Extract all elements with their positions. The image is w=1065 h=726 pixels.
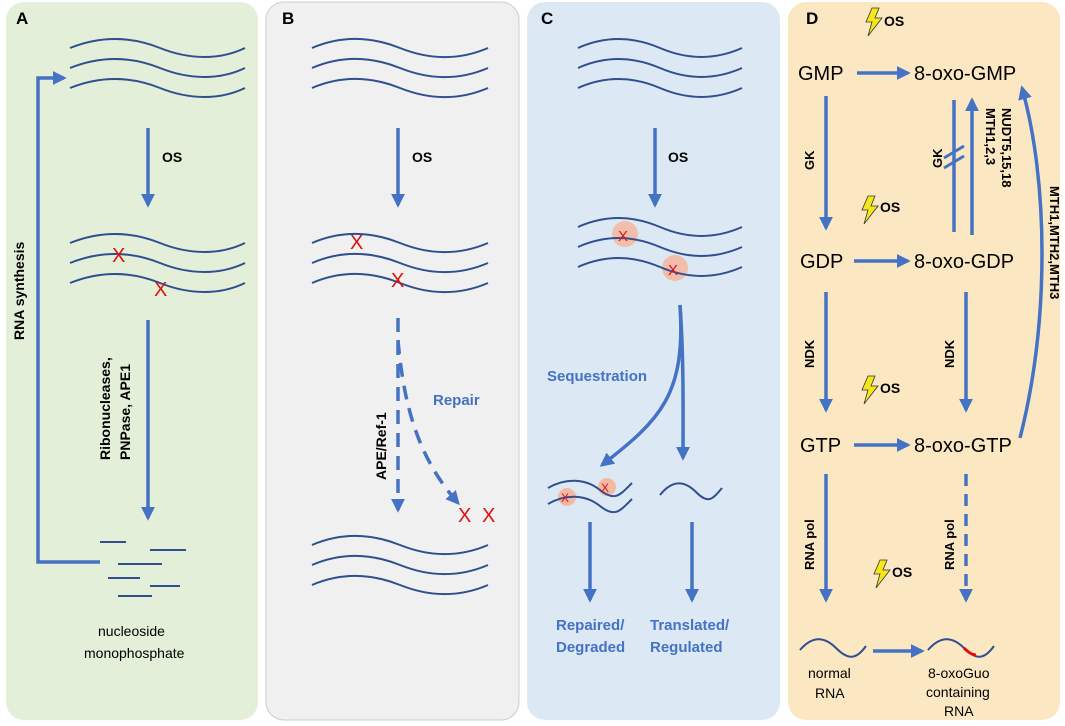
mth-long-label: MTH1,MTH2,MTH3 — [1047, 186, 1062, 299]
repaired-label-line2: Degraded — [556, 639, 625, 656]
panel-c-letter: C — [541, 9, 553, 28]
gk-label-left: GK — [802, 150, 817, 170]
ndk-label-left: NDK — [802, 339, 817, 368]
damage-mark-b1: X — [350, 232, 363, 254]
damage-mark-c4: X — [601, 481, 609, 495]
repaired-label-line1: Repaired/ — [556, 617, 625, 634]
panel-c: C OS X X Sequestration X X — [527, 2, 780, 720]
excised-mark-b2: X — [482, 505, 495, 527]
repaired-rna-b — [311, 535, 489, 595]
sequestration-label: Sequestration — [547, 368, 647, 385]
rna-synthesis-arrow — [36, 71, 100, 564]
panel-b-background — [265, 1, 520, 721]
panel-b-letter: B — [282, 9, 294, 28]
damage-mark-c2: X — [668, 262, 678, 279]
damage-mark-a1: X — [112, 245, 125, 267]
node-gdp: GDP — [800, 251, 843, 273]
os-label-c: OS — [668, 149, 688, 165]
normal-rna-strand — [799, 638, 867, 658]
os-label-d-mid: OS — [880, 199, 900, 215]
os-label-d-rna: OS — [892, 564, 912, 580]
mth-label-line2: NUDT5,15,18 — [999, 108, 1014, 187]
intact-rna-c — [577, 38, 743, 98]
enzymes-a-line1: Ribonucleases, — [97, 357, 113, 460]
ndk-label-right: NDK — [942, 339, 957, 368]
intact-rna-b — [311, 38, 489, 98]
panel-d-letter: D — [806, 9, 818, 28]
node-gmp: GMP — [798, 63, 844, 85]
os-label-b: OS — [412, 149, 432, 165]
translated-label-line2: Regulated — [650, 639, 723, 656]
oxo-lesion-mark — [962, 646, 977, 657]
panel-d: D OS OS OS OS GMP 8-oxo-GMP GDP 8-oxo-GD… — [788, 2, 1062, 720]
result-a-line1: nucleoside — [98, 623, 165, 639]
excised-mark-b1: X — [458, 505, 471, 527]
rnapol-label-right: RNA pol — [942, 519, 957, 570]
node-8-oxo-gtp: 8-oxo-GTP — [914, 435, 1012, 457]
mth-long-arrow — [1018, 85, 1044, 439]
panel-c-background — [527, 2, 780, 720]
translation-arrow — [676, 304, 691, 461]
os-label-d-gtp: OS — [880, 380, 900, 396]
enzyme-label-b: APE/Ref-1 — [373, 412, 389, 480]
result-a-line2: monophosphate — [84, 645, 185, 661]
os-label-a: OS — [162, 149, 182, 165]
damaged-rna-b: X X — [311, 232, 489, 293]
damage-mark-c3: X — [561, 491, 569, 505]
block-mark-1 — [943, 144, 965, 160]
repair-label-b: Repair — [433, 392, 480, 409]
node-gtp: GTP — [800, 435, 841, 457]
oxo-rna-line1: 8-oxoGuo — [928, 665, 990, 681]
damage-mark-c1: X — [618, 228, 628, 245]
damaged-rna-a: X X — [69, 233, 246, 301]
panel-a-letter: A — [16, 9, 28, 28]
node-8-oxo-gmp: 8-oxo-GMP — [914, 63, 1016, 85]
translated-label-line1: Translated/ — [650, 617, 730, 634]
rnapol-label-left: RNA pol — [802, 519, 817, 570]
panel-b: B OS X X APE/Ref-1 Repair X X — [265, 1, 520, 721]
intact-rna-a — [69, 38, 246, 98]
panel-a-background — [6, 2, 258, 720]
os-label-d-top: OS — [884, 13, 904, 29]
node-8-oxo-gdp: 8-oxo-GDP — [914, 251, 1014, 273]
damage-mark-b2: X — [391, 270, 404, 292]
gk-label-right: GK — [930, 148, 945, 168]
oxo-rna-line3: RNA — [944, 703, 974, 719]
damaged-rna-c: X X — [577, 217, 743, 281]
free-rna — [659, 482, 723, 501]
mth-label-line1: MTH1,2,3 — [983, 108, 998, 165]
normal-rna-line2: RNA — [815, 685, 845, 701]
oxo-rna-line2: containing — [926, 684, 990, 700]
normal-rna-line1: normal — [808, 665, 851, 681]
sequestered-rna: X X — [547, 478, 633, 514]
panel-a: A OS X X Ribonucleases, PNPase, APE1 nuc… — [6, 2, 258, 720]
excision-arrow-b — [396, 339, 460, 506]
rna-synthesis-label: RNA synthesis — [11, 241, 27, 340]
damage-mark-a2: X — [154, 279, 167, 301]
panel-d-background — [788, 2, 1060, 720]
nucleotide-fragments — [100, 541, 186, 597]
block-mark-2 — [943, 154, 965, 170]
enzymes-a-line2: PNPase, APE1 — [117, 364, 133, 460]
